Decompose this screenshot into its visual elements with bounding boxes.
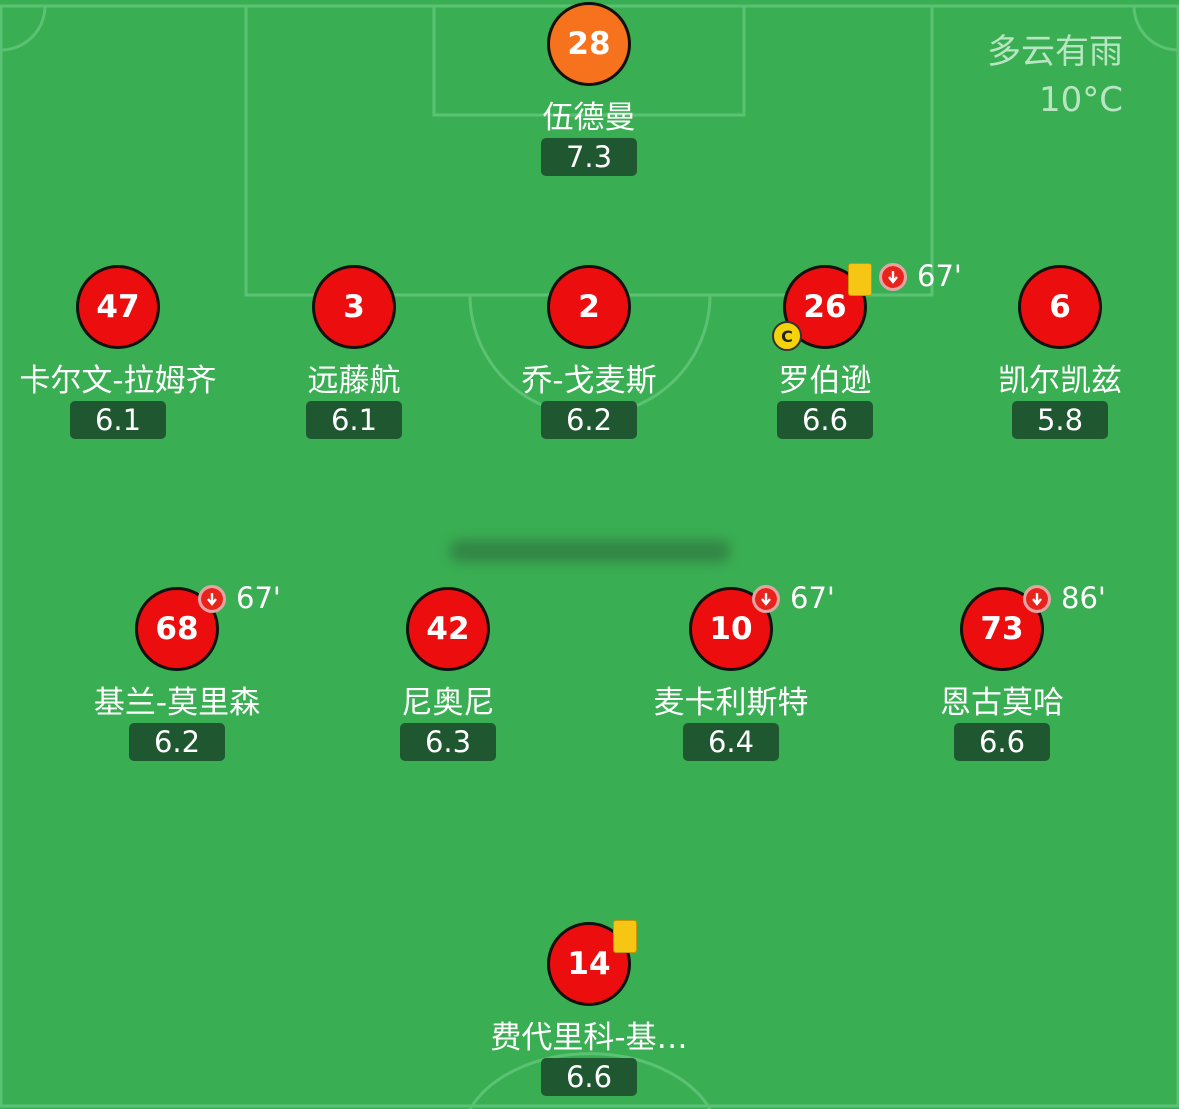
player-name: 恩古莫哈	[940, 685, 1064, 721]
sub-off-icon	[1023, 585, 1051, 613]
player-name: 凯尔凯兹	[998, 363, 1122, 399]
yellow-card-icon	[848, 263, 872, 296]
player-name: 罗伯逊	[778, 363, 872, 399]
player-rating: 6.2	[541, 401, 637, 439]
player-rating: 5.8	[1012, 401, 1108, 439]
sub-minute: 67'	[790, 581, 835, 615]
player-number: 3	[312, 265, 396, 349]
player-rating: 6.6	[954, 723, 1050, 761]
sub-off-icon	[752, 585, 780, 613]
weather-condition: 多云有雨	[987, 32, 1123, 72]
player-name: 麦卡利斯特	[653, 685, 809, 721]
player-rating: 6.2	[129, 723, 225, 761]
player-name: 卡尔文-拉姆齐	[19, 363, 217, 399]
player-rating: 7.3	[541, 138, 637, 176]
player-number: 6	[1018, 265, 1102, 349]
yellow-card-icon	[613, 920, 637, 953]
player-number: 2	[547, 265, 631, 349]
player-name: 尼奥尼	[401, 685, 495, 721]
sub-minute: 67'	[236, 581, 281, 615]
player-name: 乔-戈麦斯	[521, 363, 657, 399]
sub-off-icon	[879, 263, 907, 291]
player-name: 费代里科-基…	[490, 1020, 688, 1056]
player-name: 基兰-莫里森	[93, 685, 261, 721]
player-rating: 6.3	[400, 723, 496, 761]
player-number: 14	[547, 922, 631, 1006]
sub-minute: 67'	[917, 259, 962, 293]
player-number: 47	[76, 265, 160, 349]
player-rating: 6.1	[306, 401, 402, 439]
weather-info: 多云有雨 10°C	[987, 28, 1123, 124]
player-name: 远藤航	[307, 363, 401, 399]
player-rating: 6.4	[683, 723, 779, 761]
player-rating: 6.1	[70, 401, 166, 439]
player-number: 42	[406, 587, 490, 671]
player-rating: 6.6	[777, 401, 873, 439]
sub-minute: 86'	[1061, 581, 1106, 615]
sub-off-icon	[198, 585, 226, 613]
player-rating: 6.6	[541, 1058, 637, 1096]
player-name: 伍德曼	[542, 100, 636, 136]
blurred-watermark	[440, 532, 740, 572]
captain-badge: C	[772, 321, 802, 351]
player-number: 28	[547, 2, 631, 86]
weather-temperature: 10°C	[1038, 80, 1123, 120]
